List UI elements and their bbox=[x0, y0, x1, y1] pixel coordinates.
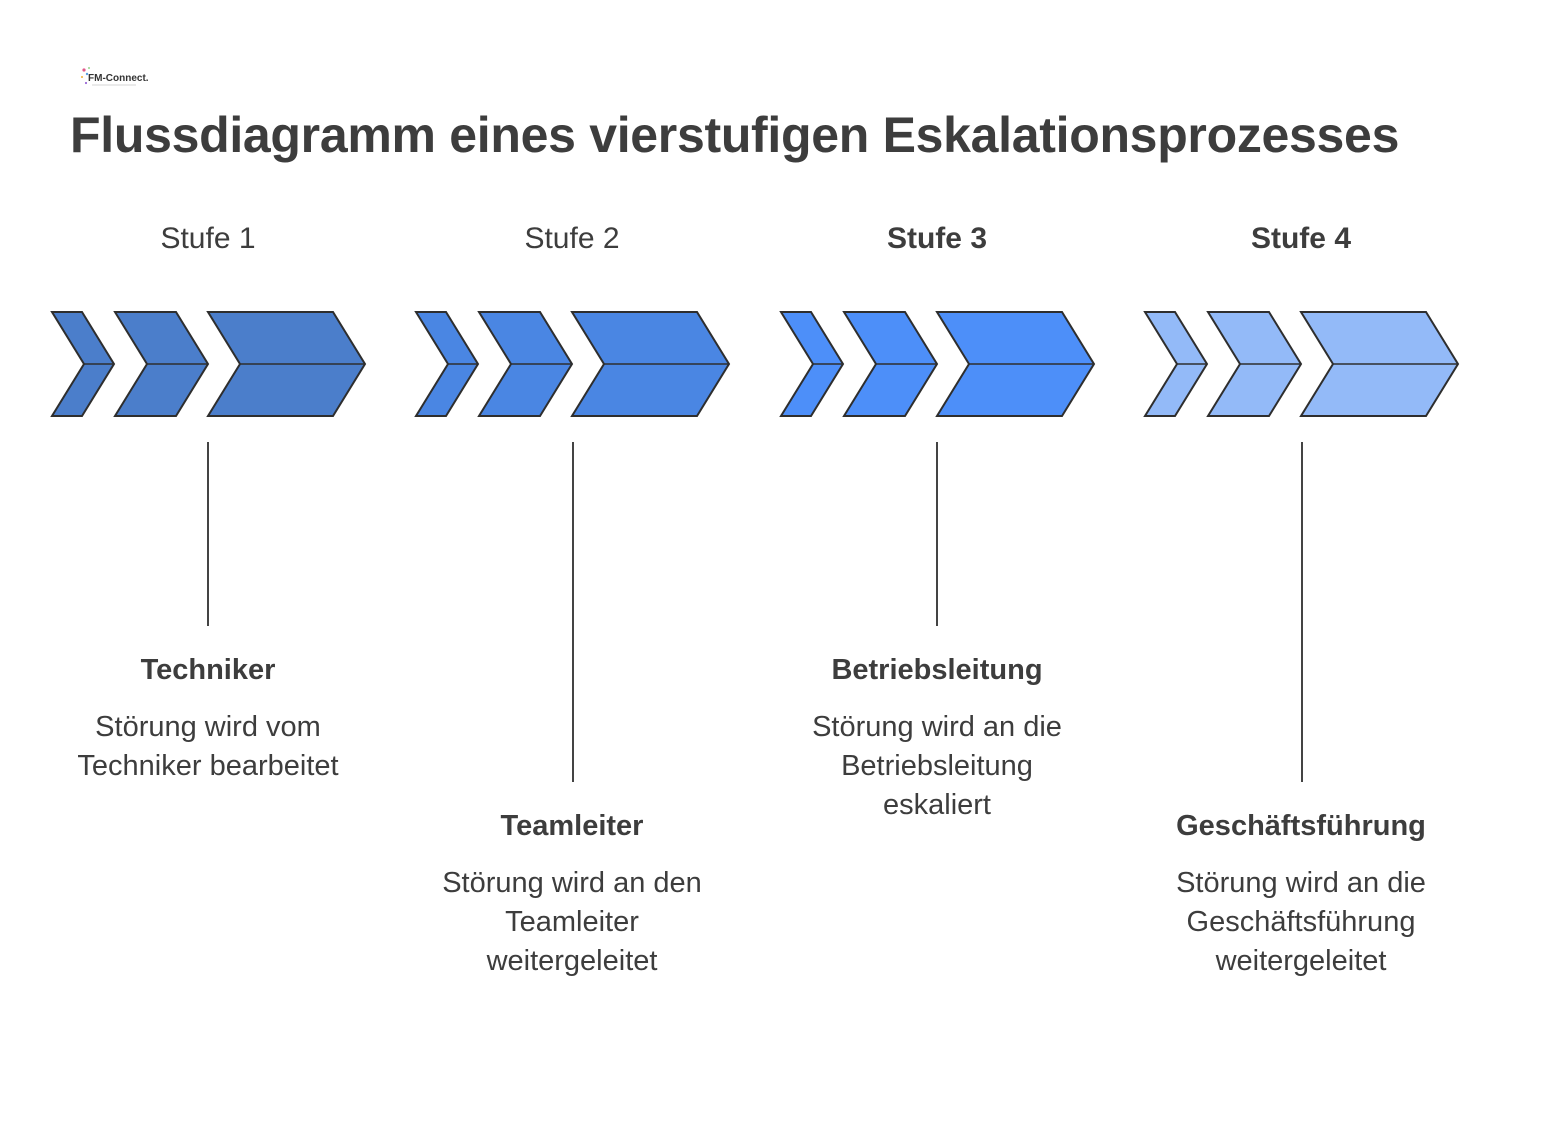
stage-label: Stufe 1 bbox=[160, 222, 256, 255]
role-title: Geschäftsführung bbox=[1176, 810, 1426, 842]
fm-connect-logo: FM-Connect.com bbox=[81, 67, 148, 86]
stage-label: Stufe 3 bbox=[886, 222, 988, 255]
role-description: Störung wird an den Teamleiter weitergel… bbox=[442, 867, 702, 977]
role-title: Teamleiter bbox=[500, 810, 644, 842]
stage-label: Stufe 2 bbox=[524, 222, 620, 255]
page-title: Flussdiagramm eines vierstufigen Eskalat… bbox=[70, 107, 1400, 163]
svg-text:FM-Connect.com: FM-Connect.com bbox=[88, 73, 148, 84]
stage-1-chevron-arrows bbox=[50, 311, 367, 417]
stage-4-info: Geschäftsführung Störung wird an die Ges… bbox=[1111, 808, 1491, 981]
connector-line bbox=[936, 442, 938, 626]
stage-4: Stufe 4 Geschäftsführung Störung wird an… bbox=[1111, 0, 1491, 1132]
stage-2-chevron-arrows bbox=[414, 311, 731, 417]
role-title: Betriebsleitung bbox=[831, 654, 1043, 686]
stage-1-info: Techniker Störung wird vom Techniker bea… bbox=[18, 652, 398, 786]
stage-2-info: Teamleiter Störung wird an den Teamleite… bbox=[382, 808, 762, 981]
stage-3-info: Betriebsleitung Störung wird an die Betr… bbox=[747, 652, 1127, 825]
stage-4-chevron-arrows bbox=[1143, 311, 1460, 417]
role-description: Störung wird an die Geschäftsführung wei… bbox=[1176, 867, 1426, 977]
connector-line bbox=[572, 442, 574, 782]
stage-3-chevron-arrows bbox=[779, 311, 1096, 417]
role-title: Techniker bbox=[140, 654, 276, 686]
stage-2: Stufe 2 Teamleiter Störung wird an den T… bbox=[382, 0, 762, 1132]
stage-1: Stufe 1 Techniker Störung wird vom Techn… bbox=[18, 0, 398, 1132]
stage-3: Stufe 3 Betriebsleitung Störung wird an … bbox=[747, 0, 1127, 1132]
role-description: Störung wird an die Betriebsleitung eska… bbox=[812, 711, 1062, 821]
stage-label: Stufe 4 bbox=[1250, 222, 1352, 255]
role-description: Störung wird vom Techniker bearbeitet bbox=[77, 711, 339, 782]
connector-line bbox=[207, 442, 209, 626]
connector-line bbox=[1301, 442, 1303, 782]
